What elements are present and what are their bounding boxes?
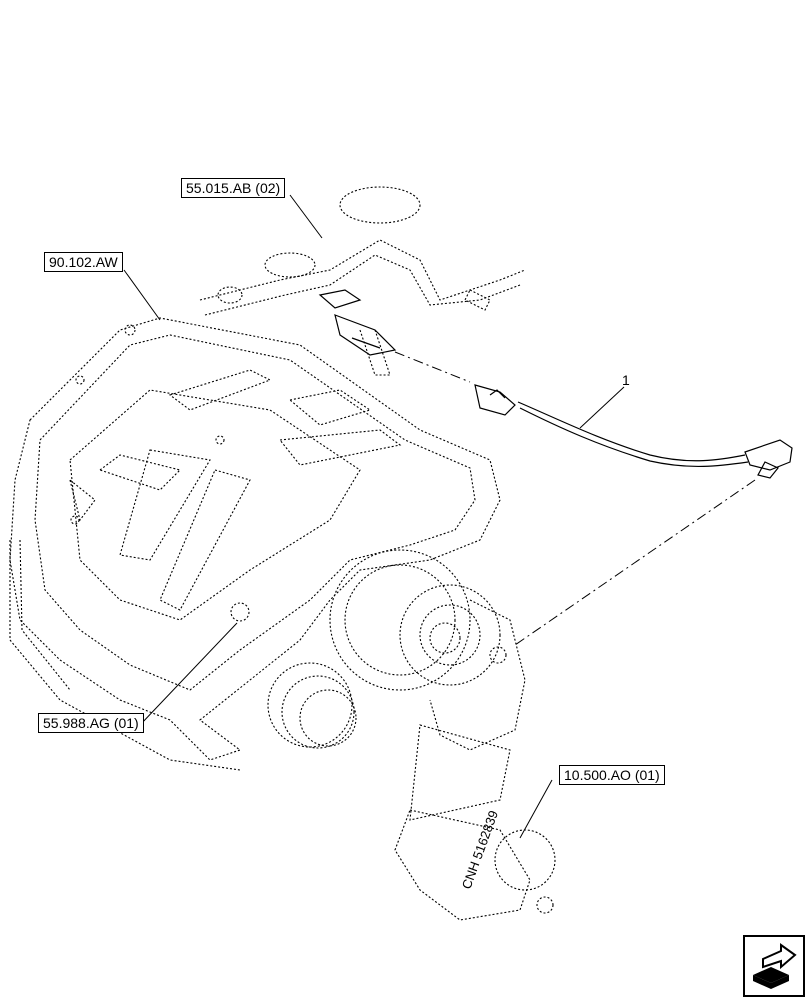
callout-leader-lines [123,194,625,839]
callout-sensor-ref[interactable]: 55.988.AG (01) [38,713,144,733]
engine-frame-outline [9,186,556,921]
item-number-label: 1 [622,372,630,388]
harness-connectors [318,289,397,356]
installation-reference-lines [394,351,756,646]
callout-exhaust-ref[interactable]: 10.500.AO (01) [559,765,665,785]
next-page-arrow-icon [753,943,797,989]
next-page-button[interactable] [743,935,805,997]
callout-harness-ref[interactable]: 55.015.AB (02) [181,178,286,198]
part-marking-text: CNH 5162839 [459,808,501,891]
callout-frame-ref[interactable]: 90.102.AW [44,252,123,272]
sensor-harness-item-1 [474,384,793,479]
